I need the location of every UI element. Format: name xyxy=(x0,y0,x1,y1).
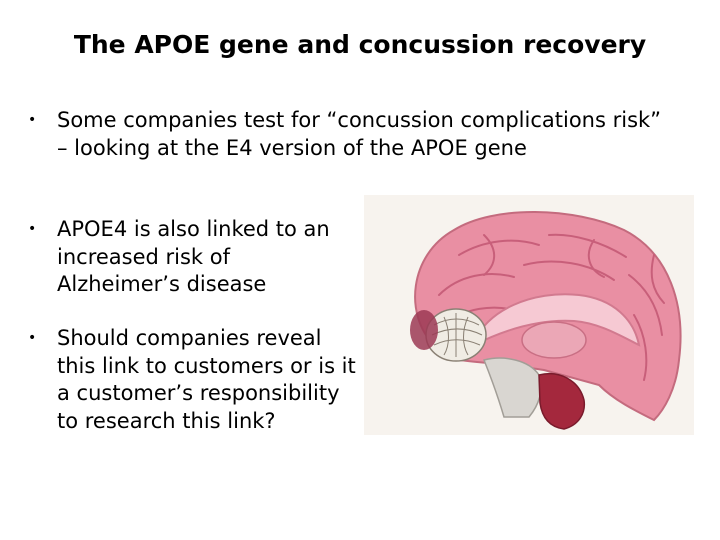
brain-sagittal-section-icon xyxy=(364,195,694,435)
bullet-marker: • xyxy=(28,221,37,237)
bullet-text: Should companies reveal this link to cus… xyxy=(57,326,356,433)
bullet-text: APOE4 is also linked to an increased ris… xyxy=(57,217,330,296)
bullet-item: • APOE4 is also linked to an increased r… xyxy=(28,216,348,299)
bullet-marker: • xyxy=(28,330,37,346)
bullet-text: Some companies test for “concussion comp… xyxy=(57,108,662,160)
bullet-item: • Should companies reveal this link to c… xyxy=(28,325,358,435)
bullet-marker: • xyxy=(28,112,37,128)
bullet-item: • Some companies test for “concussion co… xyxy=(28,107,668,162)
slide-title: The APOE gene and concussion recovery xyxy=(73,30,647,59)
